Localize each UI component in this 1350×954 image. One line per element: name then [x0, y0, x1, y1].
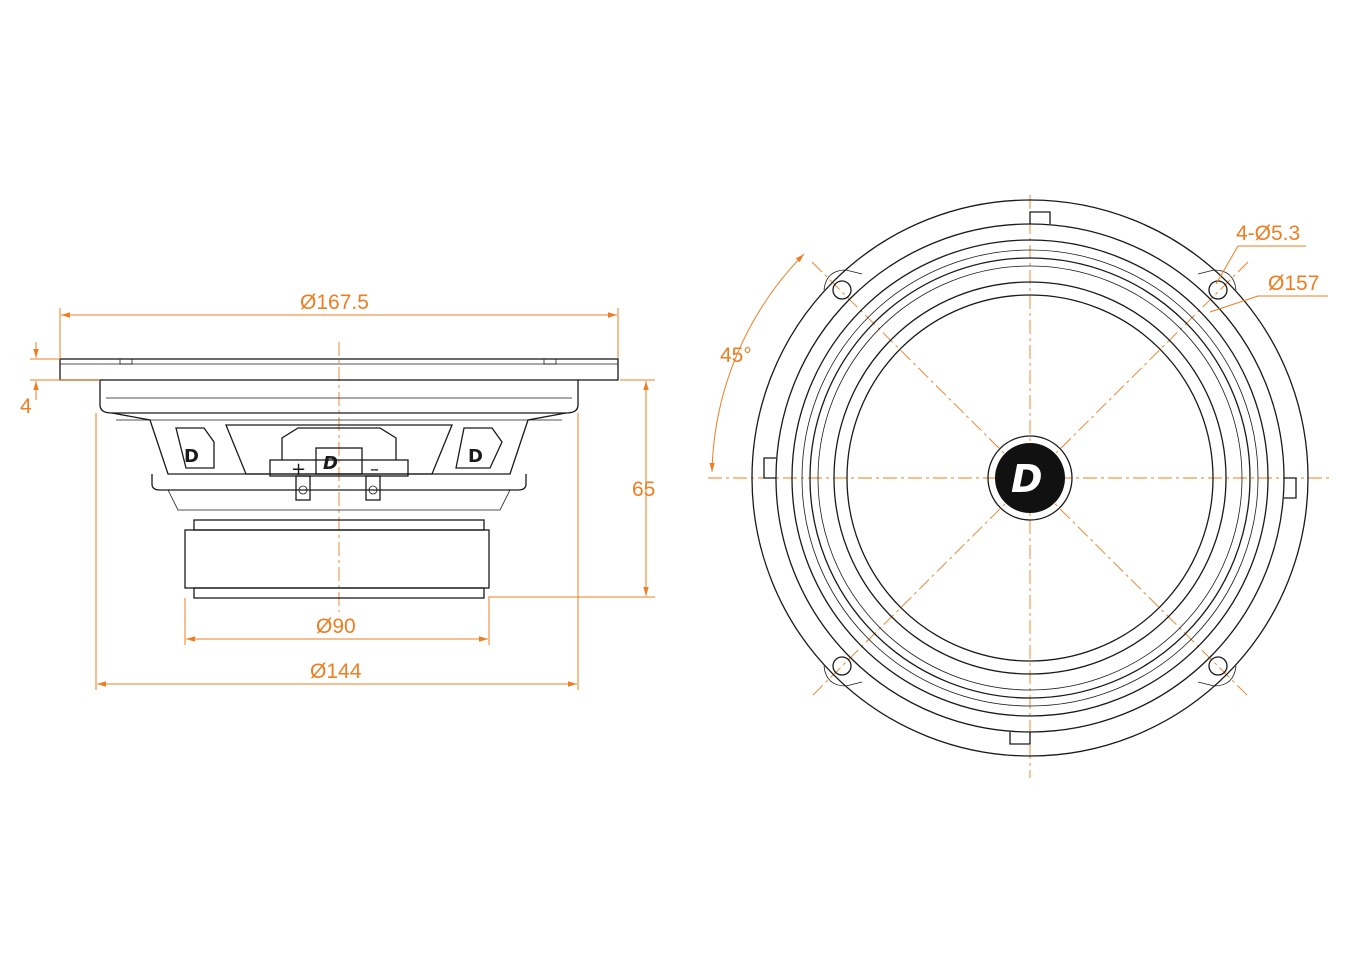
svg-text:D: D	[184, 446, 199, 467]
dim-holes: 4-Ø5.3	[1236, 222, 1300, 245]
dim-hole-circle: Ø157	[1268, 272, 1319, 295]
side-view: D D D + – Ø167.5	[20, 291, 655, 690]
terminal-plus-label: +	[291, 459, 306, 480]
terminal-block: D + –	[269, 427, 409, 501]
dim-depth: 65	[632, 478, 655, 501]
terminal-minus-label: –	[370, 459, 379, 480]
magnet	[184, 519, 490, 599]
brand-logo-icon: D	[1011, 457, 1043, 501]
dim-cutout-diameter: Ø144	[310, 660, 362, 683]
front-view: D 45° 4-Ø5.3 Ø157	[708, 195, 1330, 778]
dim-outer-diameter: Ø167.5	[300, 291, 369, 314]
front-cone	[791, 239, 1269, 717]
dim-flange-thickness: 4	[20, 395, 32, 418]
front-frame	[751, 199, 1309, 757]
side-dimensions: Ø167.5 4 65 Ø90 Ø144	[20, 291, 655, 690]
svg-text:D: D	[468, 446, 483, 467]
dim-magnet-diameter: Ø90	[316, 615, 356, 638]
dim-angle: 45°	[720, 344, 752, 367]
front-dimensions: 45° 4-Ø5.3 Ø157	[709, 222, 1328, 473]
side-flange	[59, 358, 619, 381]
brand-logo-icon: D	[323, 453, 338, 474]
center-logo: D	[987, 435, 1073, 521]
